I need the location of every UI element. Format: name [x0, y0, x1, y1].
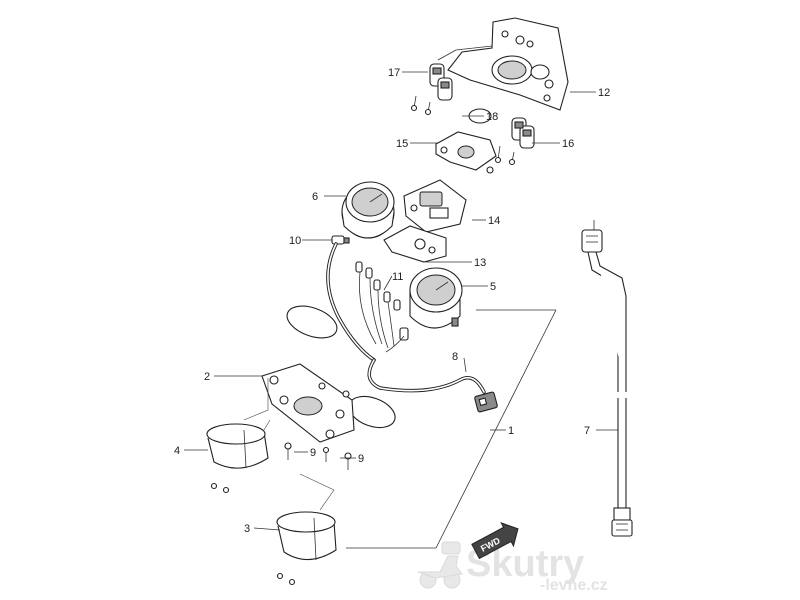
switch-part-17: [410, 63, 453, 116]
callout-7: 7: [584, 425, 590, 437]
callout-10: 10: [289, 235, 301, 247]
mount-bracket-part-2: [261, 363, 355, 443]
callout-9b: 9: [358, 453, 364, 465]
scooter-icon: [417, 541, 463, 589]
callout-18: 18: [486, 111, 498, 123]
watermark-logo: Skutry -levne.cz: [417, 541, 608, 594]
callout-8: 8: [452, 351, 458, 363]
callout-5: 5: [490, 281, 496, 293]
bulbs-part-11: [355, 261, 409, 341]
callout-17: 17: [388, 67, 400, 79]
callout-9a: 9: [310, 447, 316, 459]
indicator-housing-part-14: [403, 179, 467, 233]
callout-3: 3: [244, 523, 250, 535]
gasket-upper: [286, 305, 338, 339]
cup-part-4: [206, 423, 269, 494]
callout-16: 16: [562, 138, 574, 150]
fwd-arrow: FWD: [471, 522, 519, 560]
connector-part-10: [331, 235, 350, 245]
callout-13: 13: [474, 257, 486, 269]
callout-2: 2: [204, 371, 210, 383]
callout-14: 14: [488, 215, 500, 227]
callout-4: 4: [174, 445, 180, 457]
cup-part-3: [276, 511, 337, 586]
gauge-part-6: [341, 181, 395, 239]
speedo-cable-part-7: [581, 220, 633, 537]
callout-6: 6: [312, 191, 318, 203]
harness-connector: [474, 391, 498, 413]
callout-12: 12: [598, 87, 610, 99]
switch-part-16: [494, 117, 535, 166]
watermark-sub: -levne.cz: [540, 577, 608, 594]
wire-harness-part-1: [326, 242, 498, 413]
guide-lines: [243, 378, 335, 511]
leader-lines: [184, 45, 618, 549]
callout-1: 1: [508, 425, 514, 437]
screws-part-9: [284, 442, 352, 470]
top-cover-part-12: [447, 17, 569, 111]
callout-11: 11: [392, 271, 403, 283]
callout-15: 15: [396, 138, 408, 150]
callout-labels: 17 12 18 15 16 6 14 10 13 11 5 8 2 4 9 9…: [174, 67, 610, 535]
gauge-part-5: [409, 267, 463, 329]
plate-part-13: [383, 225, 447, 263]
bracket-part-15: [435, 131, 497, 174]
